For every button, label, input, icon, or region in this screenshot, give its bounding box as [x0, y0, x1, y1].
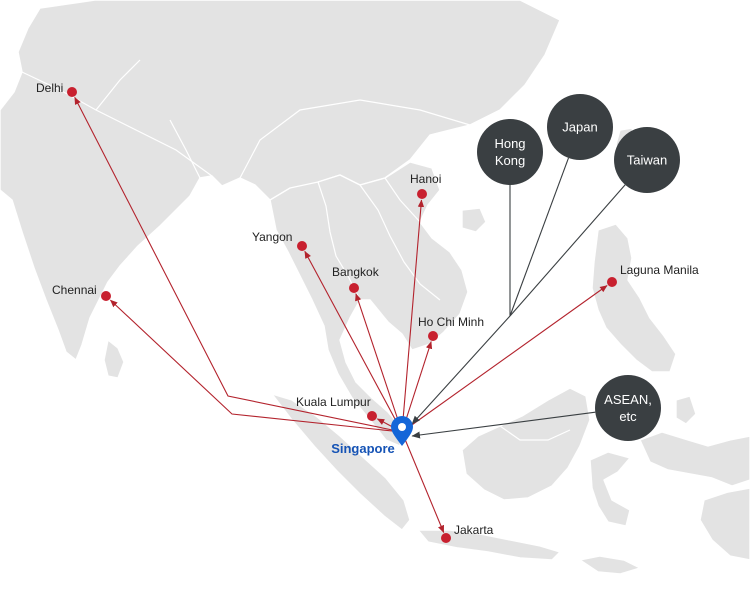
- route-line-ho-chi-minh: [401, 341, 433, 433]
- landmass-timor-region: [579, 555, 641, 575]
- city-label-chennai: Chennai: [52, 283, 97, 297]
- city-dot-bangkok: [349, 283, 359, 293]
- import-line-taiwan: [509, 184, 626, 317]
- source-bubble-circle: [547, 94, 613, 160]
- import-line-asean-etc: [411, 411, 596, 439]
- city-dot-kuala-lumpur: [367, 411, 377, 421]
- source-bubble-japan: Japan: [547, 94, 613, 160]
- import-line-to-hub: [411, 315, 511, 425]
- landmass-eastern-islands: [639, 431, 750, 487]
- landmass-sri-lanka: [103, 339, 125, 379]
- singapore-hub: Singapore: [331, 416, 413, 456]
- city-label-jakarta: Jakarta: [454, 523, 494, 537]
- city-dot-jakarta: [441, 533, 451, 543]
- source-bubble-label: Taiwan: [627, 153, 667, 168]
- source-bubble-label: Japan: [562, 120, 597, 135]
- city-label-yangon: Yangon: [252, 230, 292, 244]
- source-bubble-label: Kong: [495, 153, 525, 168]
- landmass-south-asia-china: [0, 0, 561, 361]
- source-bubble-circle: [595, 375, 661, 441]
- landmass-philippines: [591, 223, 677, 373]
- route-line-yangon: [304, 250, 403, 433]
- source-bubble-label: etc: [619, 409, 637, 424]
- source-bubble-asean-etc: ASEAN, etc: [595, 375, 661, 441]
- city-label-bangkok: Bangkok: [332, 265, 380, 279]
- hub-label: Singapore: [331, 441, 395, 456]
- landmass-maluku: [675, 395, 697, 425]
- city-label-hanoi: Hanoi: [410, 172, 441, 186]
- export-routes: [74, 96, 608, 533]
- city-dot-laguna-manila: [607, 277, 617, 287]
- landmass-sumatra: [271, 393, 411, 531]
- route-line-laguna-manila: [401, 285, 608, 433]
- city-dot-delhi: [67, 87, 77, 97]
- city-label-kuala-lumpur: Kuala Lumpur: [296, 395, 371, 409]
- map-pin-center: [398, 423, 406, 431]
- route-line-bangkok: [355, 293, 403, 433]
- source-bubble-label: Hong: [494, 136, 525, 151]
- source-bubble-taiwan: Taiwan: [614, 127, 680, 193]
- city-label-delhi: Delhi: [36, 81, 63, 95]
- route-line-chennai: [110, 299, 403, 433]
- city-label-laguna-manila: Laguna Manila: [620, 263, 699, 277]
- route-line-jakarta: [401, 431, 445, 533]
- import-line-japan: [509, 157, 570, 317]
- city-dot-yangon: [297, 241, 307, 251]
- source-bubble-label: ASEAN,: [604, 392, 652, 407]
- import-lines: [411, 157, 626, 439]
- landmass-layer: [0, 0, 750, 575]
- route-line-delhi: [74, 96, 403, 433]
- city-dot-hanoi: [417, 189, 427, 199]
- landmass-java: [417, 529, 561, 561]
- city-dot-chennai: [101, 291, 111, 301]
- city-label-ho-chi-minh: Ho Chi Minh: [418, 315, 484, 329]
- landmass-hainan: [461, 207, 487, 233]
- landmass-sulawesi: [589, 451, 631, 527]
- landmass-new-guinea: [699, 487, 750, 561]
- city-dot-ho-chi-minh: [428, 331, 438, 341]
- landmass-borneo: [461, 387, 591, 501]
- route-line-hanoi: [401, 199, 425, 433]
- source-bubble-circle: [614, 127, 680, 193]
- source-bubble-circle: [477, 119, 543, 185]
